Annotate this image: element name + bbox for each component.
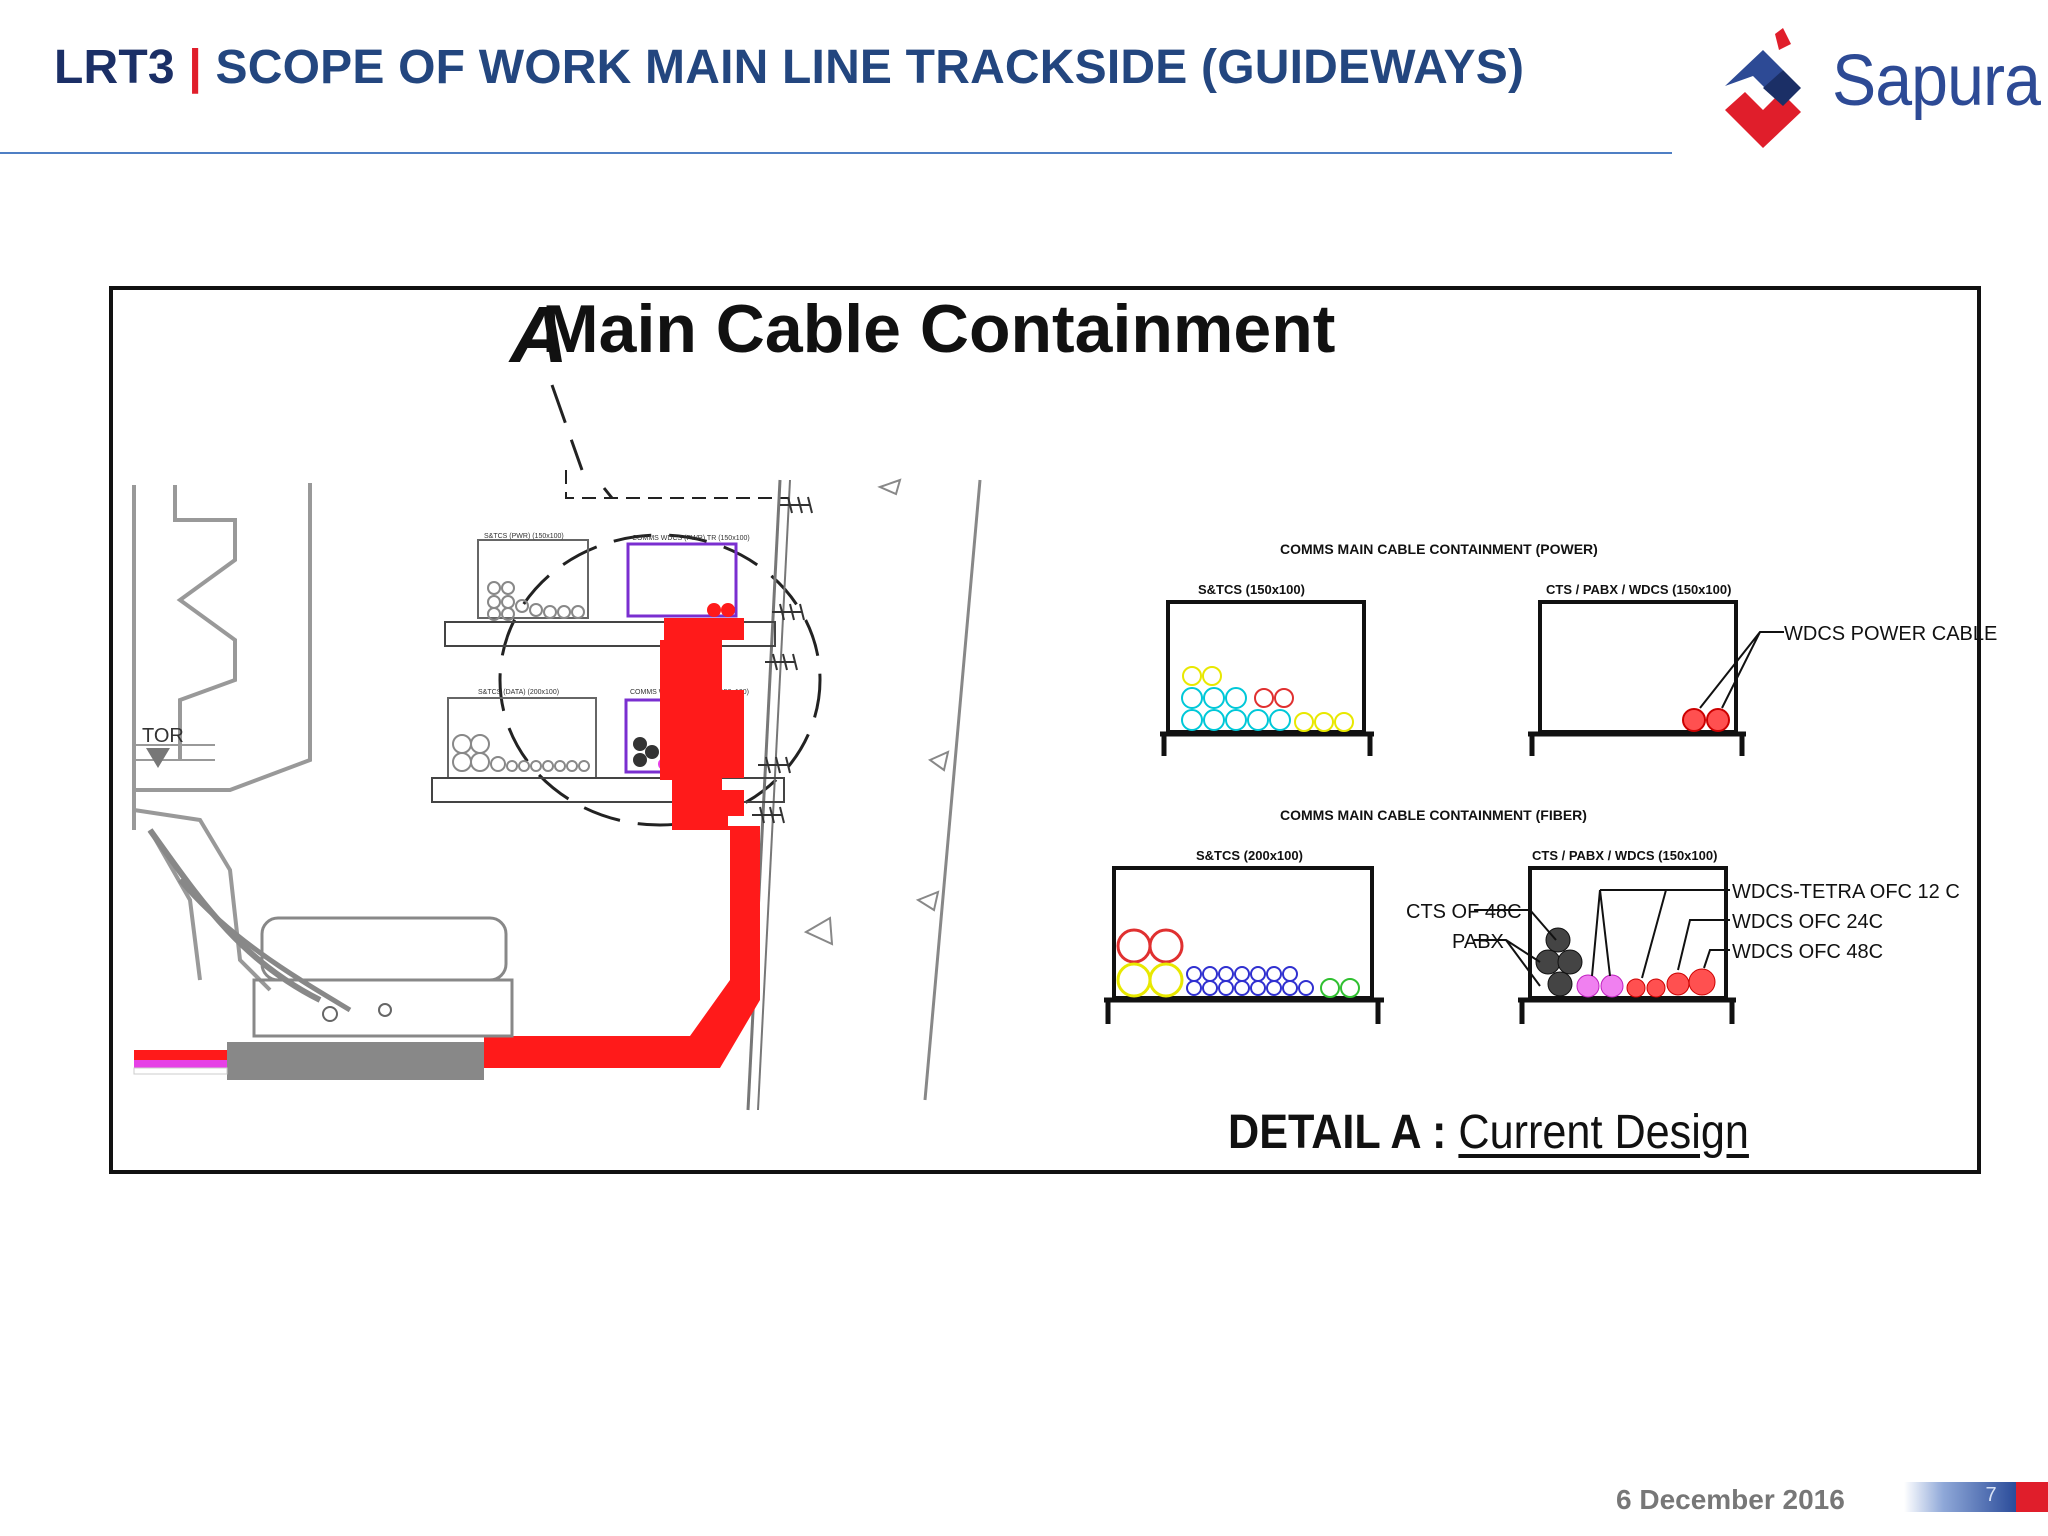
wdcs-ofc-48c-label: WDCS OFC 48C bbox=[1732, 941, 1883, 963]
power-right-tray: CTS / PABX / WDCS (150x100) WDCS POWER C… bbox=[1528, 582, 1997, 756]
title-separator: | bbox=[188, 41, 202, 94]
callout-leader bbox=[550, 384, 614, 499]
detail-caption: DETAIL A : Current Design bbox=[1228, 1105, 1749, 1160]
tray-wdcs-power-section: COMMS WDCS (PWR) TR (150x100) bbox=[626, 535, 750, 618]
detail-circle bbox=[498, 533, 822, 827]
page-accent bbox=[2016, 1482, 2048, 1512]
tray1-title: S&TCS (PWR) (150x100) bbox=[484, 533, 564, 540]
diagram-heading: Main Cable Containment bbox=[542, 291, 1336, 367]
wdcs-ofc-24c-label: WDCS OFC 24C bbox=[1732, 911, 1883, 933]
logo-text: Sapura bbox=[1832, 41, 2041, 121]
callout-letter: A bbox=[508, 290, 568, 379]
callout-box-line bbox=[565, 470, 790, 499]
fiber-right-tray: CTS / PABX / WDCS (150x100) CTS OF 48C P… bbox=[1406, 848, 1960, 1024]
title-divider bbox=[0, 152, 1672, 154]
footer-date: 6 December 2016 bbox=[1616, 1484, 1845, 1515]
structure-outline bbox=[132, 483, 312, 992]
cts-of-48c-label: CTS OF 48C bbox=[1406, 901, 1522, 923]
fiber-section-title: COMMS MAIN CABLE CONTAINMENT (FIBER) bbox=[1280, 807, 1587, 823]
power-section-title: COMMS MAIN CABLE CONTAINMENT (POWER) bbox=[1280, 541, 1598, 557]
wdcs-power-cable-label: WDCS POWER CABLE bbox=[1784, 623, 1997, 645]
tray-stcs-data-section: S&TCS (DATA) (200x100) bbox=[431, 689, 785, 803]
detail-label: DETAIL A : bbox=[1228, 1106, 1447, 1159]
power-right-tray-label: CTS / PABX / WDCS (150x100) bbox=[1546, 582, 1731, 597]
detail-sub: Current Design bbox=[1458, 1106, 1749, 1159]
page-number-bar bbox=[1904, 1482, 2016, 1512]
power-left-tray: S&TCS (150x100) bbox=[1160, 582, 1374, 756]
fiber-right-tray-label: CTS / PABX / WDCS (150x100) bbox=[1532, 848, 1717, 863]
title-main: SCOPE OF WORK MAIN LINE TRACKSIDE (GUIDE… bbox=[215, 41, 1525, 94]
tor-marker: TOR bbox=[134, 725, 215, 768]
red-cable-route bbox=[484, 618, 760, 1068]
slide-title: LRT3 | SCOPE OF WORK MAIN LINE TRACKSIDE… bbox=[54, 40, 1524, 95]
fiber-left-tray: S&TCS (200x100) bbox=[1104, 848, 1384, 1024]
pabx-label: PABX bbox=[1452, 931, 1504, 953]
tray3-title: S&TCS (DATA) (200x100) bbox=[478, 689, 559, 696]
tray-stcs-power-section: S&TCS (PWR) (150x100) bbox=[444, 533, 776, 647]
concrete-triangles bbox=[803, 478, 950, 946]
sapura-logo-icon bbox=[1725, 28, 1801, 148]
title-prefix: LRT3 bbox=[54, 41, 175, 94]
fiber-left-tray-label: S&TCS (200x100) bbox=[1196, 848, 1303, 863]
page-number: 7 bbox=[1985, 1484, 1997, 1506]
tor-label: TOR bbox=[142, 725, 184, 747]
wdcs-tetra-ofc-label: WDCS-TETRA OFC 12 C bbox=[1732, 881, 1960, 903]
guideway-wall bbox=[746, 479, 982, 1111]
anchor-bolts bbox=[752, 496, 813, 824]
trackside-equipment bbox=[133, 828, 514, 1080]
tray2-title: COMMS WDCS (PWR) TR (150x100) bbox=[632, 535, 750, 542]
power-left-tray-label: S&TCS (150x100) bbox=[1198, 582, 1305, 597]
